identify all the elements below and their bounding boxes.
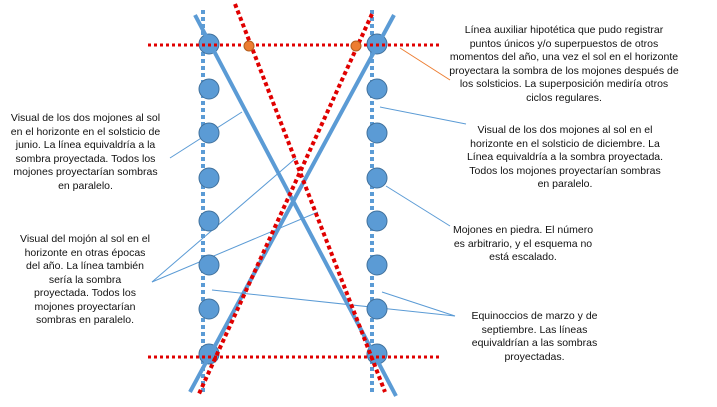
stone-left bbox=[198, 298, 220, 320]
label-equinoxes: Equinoccios de marzo y de septiembre. La… bbox=[471, 310, 598, 363]
stone-right bbox=[366, 167, 388, 189]
stone-left bbox=[198, 210, 220, 232]
callout-other-2 bbox=[151, 211, 319, 283]
stone-left bbox=[198, 78, 220, 100]
auxiliary-point-right bbox=[350, 40, 362, 52]
callout-auxiliary bbox=[399, 47, 451, 81]
stone-right bbox=[366, 78, 388, 100]
callout-december bbox=[379, 106, 467, 125]
stone-left bbox=[198, 254, 220, 276]
stone-right bbox=[366, 210, 388, 232]
label-june-solstice: Visual de los dos mojones al sol en el h… bbox=[10, 112, 161, 192]
red-diagonal-1 bbox=[233, 3, 387, 393]
callout-other-1 bbox=[151, 157, 297, 283]
callout-equinox-left bbox=[211, 289, 456, 317]
label-other-epochs: Visual del mojón al sol en el horizonte … bbox=[20, 233, 150, 326]
stone-right bbox=[366, 298, 388, 320]
label-stones: Mojones en piedra. El número es arbitrar… bbox=[452, 224, 594, 263]
callout-lines bbox=[151, 47, 467, 317]
stone-left bbox=[198, 122, 220, 144]
label-auxiliary-line: Línea auxiliar hipotética que pudo regis… bbox=[449, 24, 679, 104]
auxiliary-point-left bbox=[243, 40, 255, 52]
callout-equinox-right bbox=[381, 291, 456, 317]
stone-left bbox=[198, 167, 220, 189]
label-december-solstice: Visual de los dos mojones al sol en el h… bbox=[466, 124, 664, 190]
december-solstice-line bbox=[188, 14, 396, 393]
stone-right bbox=[366, 122, 388, 144]
stone-right bbox=[366, 254, 388, 276]
callout-stones bbox=[385, 185, 451, 227]
